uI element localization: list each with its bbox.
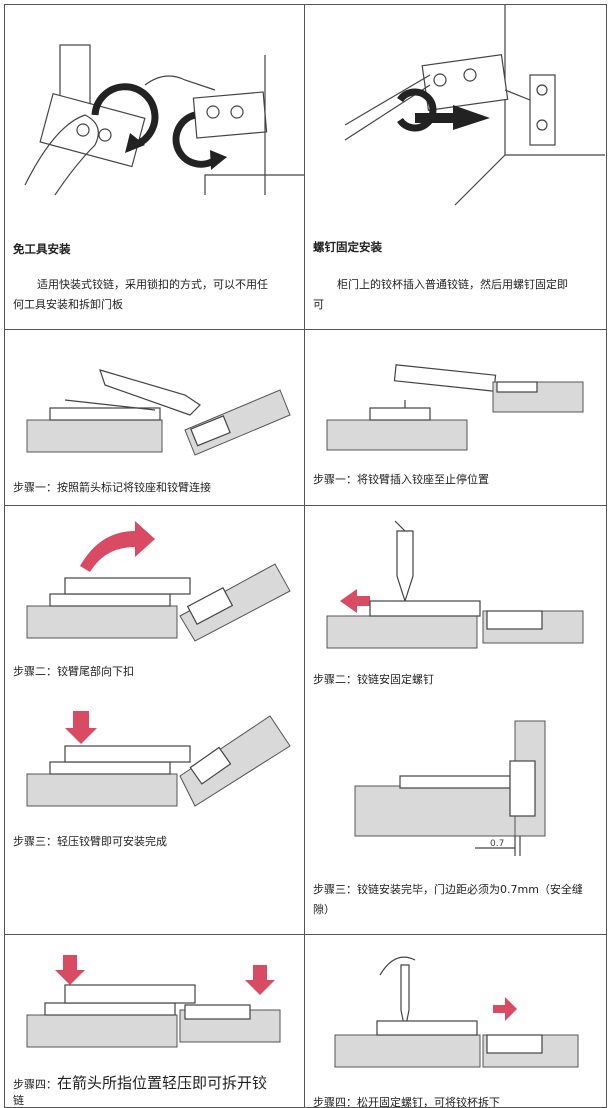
- cell-step4-right: 步骤四：松开固定螺钉，可将铰杯拆下: [304, 934, 607, 1108]
- step1-connect-illustration: [26, 369, 291, 456]
- heading-screw: 螺钉固定安装: [313, 240, 382, 254]
- caption-r3c2-a: 步骤二：铰链安固定螺钉: [313, 673, 434, 686]
- caption-r4c1-line2: 链: [13, 1094, 24, 1107]
- caption-r2c2: 步骤一：将铰臂插入铰座至止停位置: [313, 473, 489, 486]
- gap-label: 0.7: [490, 839, 504, 849]
- body-screw-line2: 可: [313, 298, 324, 311]
- step2-screw-illustration: [326, 520, 584, 649]
- cell-step2-3-right: 步骤二：铰链安固定螺钉 0.7 步骤三：铰链安装完毕，门边距必须为0.7mm（安…: [304, 505, 607, 935]
- step3-press-illustration: [26, 711, 291, 807]
- caption-r3c2-b-line1: 步骤三：铰链安装完毕，门边距必须为0.7mm（安全缝: [313, 883, 583, 896]
- step1-insert-illustration: [326, 364, 584, 451]
- cell-tool-free-install: 免工具安装 适用快装式铰链，采用锁扣的方式，可以不用任 何工具安装和拆卸门板: [4, 4, 305, 330]
- step4-unscrew-illustration: [334, 956, 579, 1068]
- caption-r2c1: 步骤一：按照箭头标记将铰座和铰臂连接: [13, 481, 211, 494]
- heading-tool-free: 免工具安装: [13, 242, 71, 256]
- instruction-table: 免工具安装 适用快装式铰链，采用锁扣的方式，可以不用任 何工具安装和拆卸门板 螺…: [4, 4, 607, 1108]
- caption-r4c1: 步骤四：在箭头所指位置轻压即可拆开铰: [13, 1073, 267, 1095]
- body-screw-line1: 柜门上的铰杯插入普通铰链，然后用螺钉固定即: [337, 278, 568, 291]
- caption-r4c1-main: 在箭头所指位置轻压即可拆开铰: [57, 1074, 268, 1092]
- step3-gap-illustration: 0.7: [354, 720, 546, 856]
- tool-free-install-illustration: [24, 44, 304, 196]
- cell-step4-left: 步骤四：在箭头所指位置轻压即可拆开铰 链: [4, 934, 305, 1108]
- caption-r3c1-b: 步骤三：轻压铰臂即可安装完成: [13, 835, 167, 848]
- body-tool-free-line1: 适用快装式铰链，采用锁扣的方式，可以不用任: [37, 278, 268, 291]
- cell-step1-insert: 步骤一：将铰臂插入铰座至止停位置: [304, 329, 607, 506]
- step4-release-illustration: [26, 955, 281, 1048]
- caption-r3c2-b-line2: 隙）: [313, 903, 335, 916]
- body-tool-free-line2: 何工具安装和拆卸门板: [13, 298, 123, 311]
- caption-r4c1-prefix: 步骤四：: [13, 1078, 57, 1091]
- caption-r4c2: 步骤四：松开固定螺钉，可将铰杯拆下: [313, 1096, 500, 1108]
- cell-step1-connect: 步骤一：按照箭头标记将铰座和铰臂连接: [4, 329, 305, 506]
- cell-step2-3-left: 步骤二：铰臂尾部向下扣 步骤三：轻压铰臂即可安装完成: [4, 505, 305, 935]
- caption-r3c1-a: 步骤二：铰臂尾部向下扣: [13, 665, 134, 678]
- step2-snap-illustration: [26, 521, 291, 642]
- cell-screw-install: 螺钉固定安装 柜门上的铰杯插入普通铰链，然后用螺钉固定即 可: [304, 4, 607, 330]
- screw-install-illustration: [344, 5, 605, 206]
